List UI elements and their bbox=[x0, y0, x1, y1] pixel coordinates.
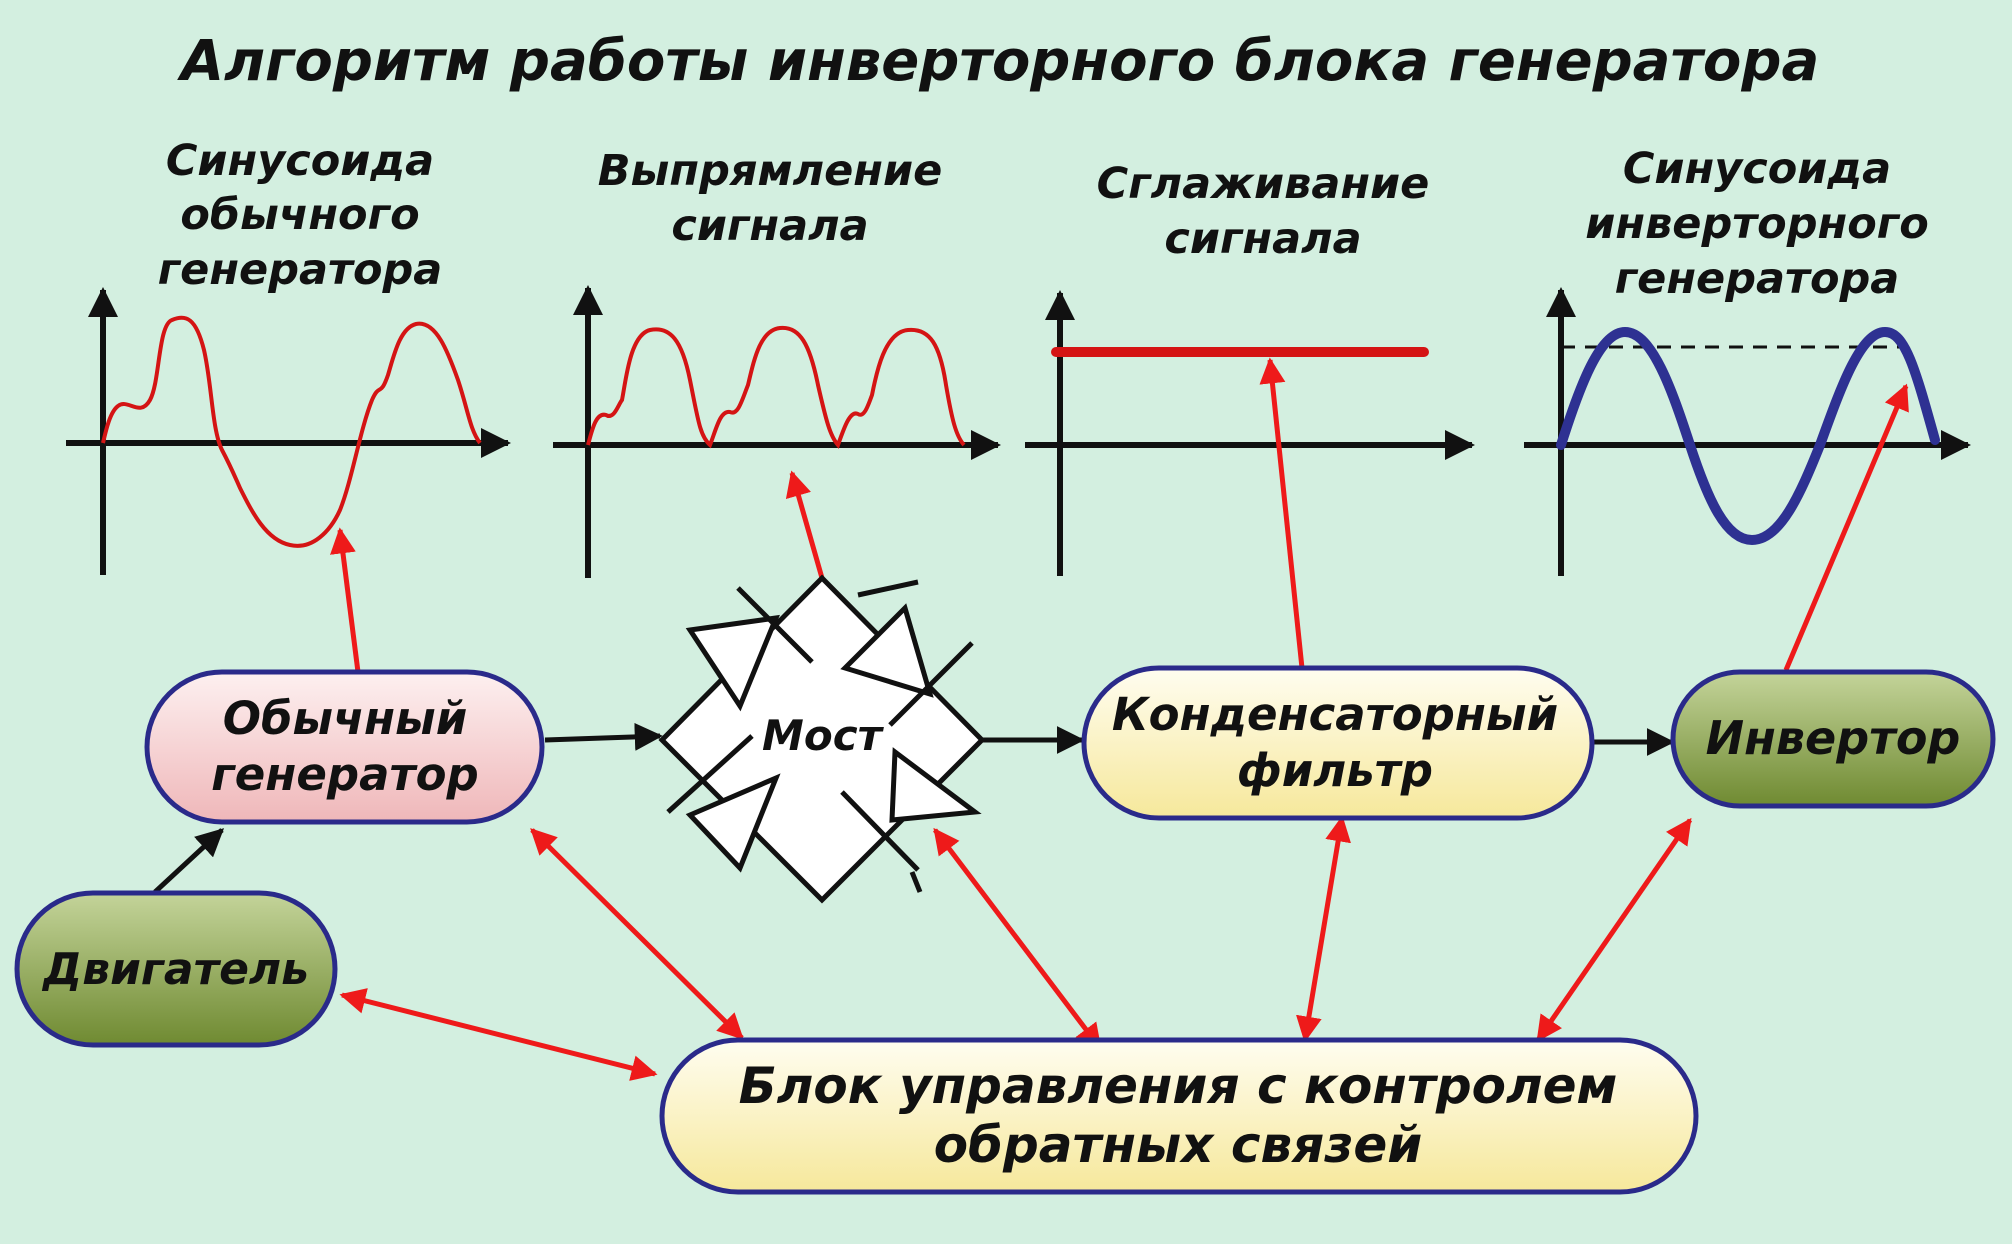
node-control-unit-label-line-1: Блок управления с контролем bbox=[739, 1057, 1618, 1115]
node-filter-label-line-1: Конденсаторный bbox=[1112, 688, 1558, 741]
node-generator-label-line-1: Обычный bbox=[223, 692, 468, 745]
feedback-arrow-bridge-control bbox=[933, 827, 1102, 1051]
feedback-arrow-generator-control bbox=[530, 828, 744, 1040]
stage-heading-3-line-1: Сглаживание bbox=[1097, 159, 1430, 209]
stage-heading-4-line-3: генератора bbox=[1615, 254, 1900, 304]
arrow-generator-to-graph-1 bbox=[330, 527, 361, 673]
stage-heading-4-line-1: Синусоида bbox=[1623, 144, 1891, 194]
diode-upper-left-bar bbox=[736, 586, 814, 664]
graph-1-signal-curve bbox=[101, 315, 482, 548]
node-generator-box bbox=[144, 669, 545, 825]
node-engine-label: Двигатель bbox=[41, 944, 309, 995]
feedback-arrow-filter-control bbox=[1296, 815, 1351, 1043]
stage-heading-1: Синусоида обычного генератора bbox=[158, 136, 443, 295]
stage-heading-2-line-2: сигнала bbox=[671, 201, 868, 251]
diode-lower-right-icon bbox=[889, 747, 982, 823]
arrow-bridge-to-graph-2 bbox=[785, 470, 825, 579]
stage-heading-1-line-3: генератора bbox=[158, 245, 443, 295]
stage-heading-2: Выпрямление сигнала bbox=[598, 146, 943, 251]
node-generator: Обычный генератор bbox=[144, 669, 545, 825]
feedback-arrow-engine-control bbox=[339, 988, 658, 1081]
graph-inverter-sine bbox=[1524, 287, 1971, 576]
graph-rectified-signal bbox=[553, 285, 1001, 578]
node-control-unit-label-line-2: обратных связей bbox=[934, 1116, 1423, 1174]
node-inverter-box bbox=[1670, 669, 1996, 809]
diode-lower-right-lead bbox=[909, 871, 923, 893]
node-engine: Двигатель bbox=[14, 890, 338, 1048]
node-engine-box bbox=[14, 890, 338, 1048]
node-filter-label-line-2: фильтр bbox=[1237, 744, 1433, 797]
diode-lower-left-bar bbox=[666, 734, 754, 814]
graph-smoothed-signal bbox=[1025, 290, 1475, 576]
arrow-filter-to-graph-3 bbox=[1259, 357, 1305, 669]
stage-heading-3: Сглаживание сигнала bbox=[1097, 159, 1430, 264]
stage-heading-1-line-2: обычного bbox=[180, 190, 419, 240]
stage-heading-4-line-2: инверторного bbox=[1585, 199, 1929, 249]
stage-heading-2-line-1: Выпрямление bbox=[598, 146, 943, 196]
graph-2-signal-curve bbox=[586, 325, 966, 449]
arrow-inverter-to-graph-4 bbox=[1783, 383, 1909, 671]
node-control-unit-box bbox=[659, 1037, 1699, 1195]
diode-upper-right-lead bbox=[857, 579, 919, 598]
diagram-title: Алгоритм работы инверторного блока генер… bbox=[177, 29, 1820, 94]
arrow-engine-to-generator bbox=[153, 828, 225, 894]
feedback-arrow-inverter-control bbox=[1535, 817, 1693, 1043]
graph-generator-sine bbox=[66, 287, 511, 575]
diode-lower-left-icon bbox=[685, 773, 781, 873]
stage-heading-1-line-1: Синусоида bbox=[166, 136, 434, 186]
diode-upper-right-bar bbox=[888, 641, 974, 727]
arrow-generator-to-bridge bbox=[544, 722, 663, 751]
diode-upper-left-icon bbox=[685, 614, 780, 712]
node-control-unit: Блок управления с контролем обратных свя… bbox=[659, 1037, 1699, 1195]
diode-upper-right-icon bbox=[840, 603, 934, 698]
node-inverter-label: Инвертор bbox=[1706, 711, 1961, 765]
diode-lower-right-bar bbox=[840, 790, 920, 872]
graph-4-sine-curve bbox=[1556, 326, 1940, 546]
bridge-label: Мост bbox=[762, 711, 885, 760]
diode-bridge: Мост bbox=[658, 574, 986, 904]
node-filter-box bbox=[1081, 665, 1595, 821]
stage-heading-4: Синусоида инверторного генератора bbox=[1585, 144, 1929, 304]
stage-heading-3-line-2: сигнала bbox=[1164, 214, 1361, 264]
node-inverter: Инвертор bbox=[1670, 669, 1996, 809]
node-filter: Конденсаторный фильтр bbox=[1081, 665, 1595, 821]
node-generator-label-line-2: генератор bbox=[211, 748, 478, 801]
